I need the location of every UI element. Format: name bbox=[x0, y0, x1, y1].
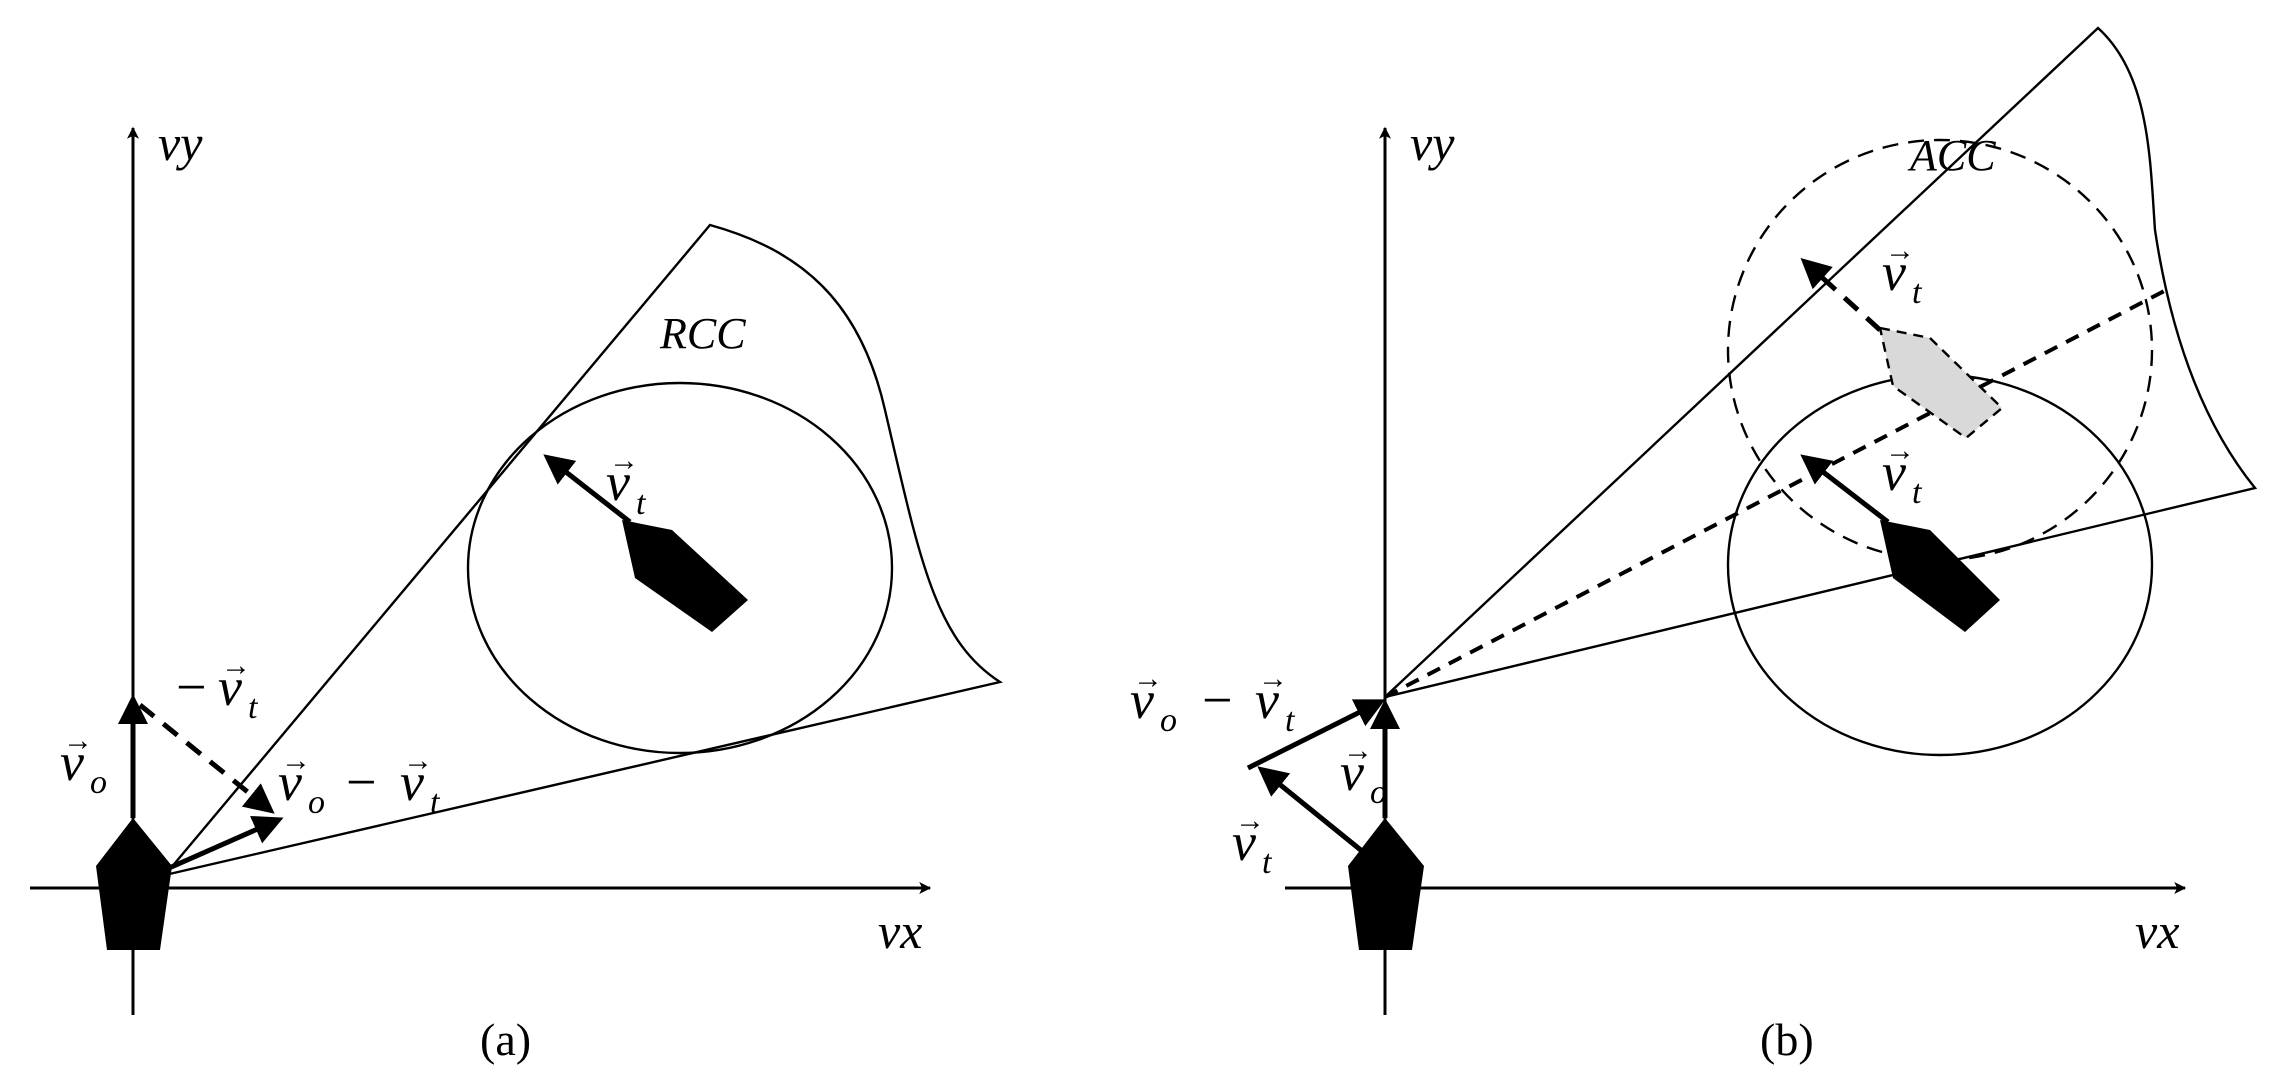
svg-text:v: v bbox=[400, 752, 424, 812]
svg-text:→: → bbox=[221, 649, 251, 682]
svg-text:v: v bbox=[1232, 812, 1256, 872]
svg-text:t: t bbox=[248, 689, 259, 726]
cone-label-rcc: RCC bbox=[659, 309, 746, 358]
own-ship-a bbox=[96, 818, 172, 950]
svg-text:t: t bbox=[1912, 274, 1923, 311]
svg-text:o: o bbox=[1370, 774, 1387, 811]
svg-text:−: − bbox=[1202, 670, 1232, 730]
svg-text:v: v bbox=[1255, 670, 1279, 730]
svg-text:v: v bbox=[606, 452, 630, 512]
svg-text:t: t bbox=[636, 485, 647, 522]
svg-text:→: → bbox=[63, 724, 93, 757]
target-velocity-label-b: v t → bbox=[1882, 434, 1923, 511]
svg-text:−: − bbox=[176, 657, 206, 717]
future-target-circle-b bbox=[1726, 138, 2154, 562]
own-target-velocity-arrow-b bbox=[1257, 766, 1380, 866]
own-velocity-label-a: v o → bbox=[60, 724, 107, 801]
svg-text:v: v bbox=[1882, 242, 1906, 302]
future-target-velocity-label-b: v t → bbox=[1882, 234, 1923, 311]
x-axis-label-b: vx bbox=[2135, 903, 2179, 959]
caption-b: (b) bbox=[1760, 1014, 1814, 1065]
collision-cone-b bbox=[1384, 26, 2258, 699]
svg-text:o: o bbox=[90, 764, 107, 801]
svg-text:→: → bbox=[1133, 662, 1163, 695]
y-axis-label-a: vy bbox=[158, 115, 203, 171]
target-ship-a bbox=[622, 520, 748, 632]
svg-text:v: v bbox=[1340, 742, 1364, 802]
ghost-target-ship-b bbox=[1878, 326, 2004, 440]
svg-text:→: → bbox=[281, 744, 311, 777]
own-target-velocity-label-b: v t → bbox=[1232, 804, 1273, 881]
relative-velocity-arrow-b bbox=[1246, 699, 1386, 771]
target-ship-b bbox=[1880, 520, 2000, 632]
svg-text:o: o bbox=[1160, 702, 1177, 739]
target-velocity-label-a: v t → bbox=[606, 444, 647, 522]
target-velocity-arrow-a bbox=[543, 454, 632, 524]
own-velocity-label-b: v o → bbox=[1340, 734, 1387, 811]
svg-text:o: o bbox=[308, 784, 325, 821]
svg-text:t: t bbox=[1912, 474, 1923, 511]
own-ship-b bbox=[1348, 818, 1424, 950]
target-protection-circle-a bbox=[466, 381, 894, 755]
svg-text:t: t bbox=[1262, 844, 1273, 881]
collision-cone-a bbox=[164, 223, 1004, 877]
svg-text:−: − bbox=[346, 752, 376, 812]
svg-text:v: v bbox=[60, 732, 84, 792]
svg-text:v: v bbox=[218, 657, 242, 717]
svg-text:t: t bbox=[430, 784, 441, 821]
svg-text:→: → bbox=[1343, 734, 1373, 767]
svg-text:→: → bbox=[1885, 434, 1915, 467]
x-axis-label-a: vx bbox=[878, 903, 922, 959]
relative-velocity-arrow-a bbox=[158, 815, 284, 875]
panel-a: vx vy RCC v t → v o → − v t → bbox=[30, 115, 1004, 1065]
y-axis-label-b: vy bbox=[1410, 115, 1455, 171]
future-target-velocity-arrow-b bbox=[1800, 257, 1882, 332]
target-velocity-arrow-b bbox=[1800, 454, 1890, 524]
panel-b: vx vy ACC v t → v t → bbox=[1130, 26, 2258, 1065]
relative-velocity-label-a: v o → − v t → bbox=[278, 744, 441, 821]
cone-label-acc: ACC bbox=[1907, 131, 1996, 180]
svg-text:→: → bbox=[1885, 234, 1915, 267]
neg-target-velocity-label-a: − v t → bbox=[176, 649, 259, 726]
relative-velocity-label-b: v o → − v t → bbox=[1130, 662, 1296, 739]
svg-text:→: → bbox=[1235, 804, 1265, 837]
svg-text:→: → bbox=[403, 744, 433, 777]
svg-text:t: t bbox=[1285, 702, 1296, 739]
caption-a: (a) bbox=[480, 1014, 531, 1065]
svg-text:→: → bbox=[609, 444, 639, 477]
svg-text:v: v bbox=[278, 752, 302, 812]
svg-text:→: → bbox=[1258, 662, 1288, 695]
svg-text:v: v bbox=[1130, 670, 1154, 730]
cone-centerline-b bbox=[1384, 286, 2171, 699]
svg-text:v: v bbox=[1882, 442, 1906, 502]
